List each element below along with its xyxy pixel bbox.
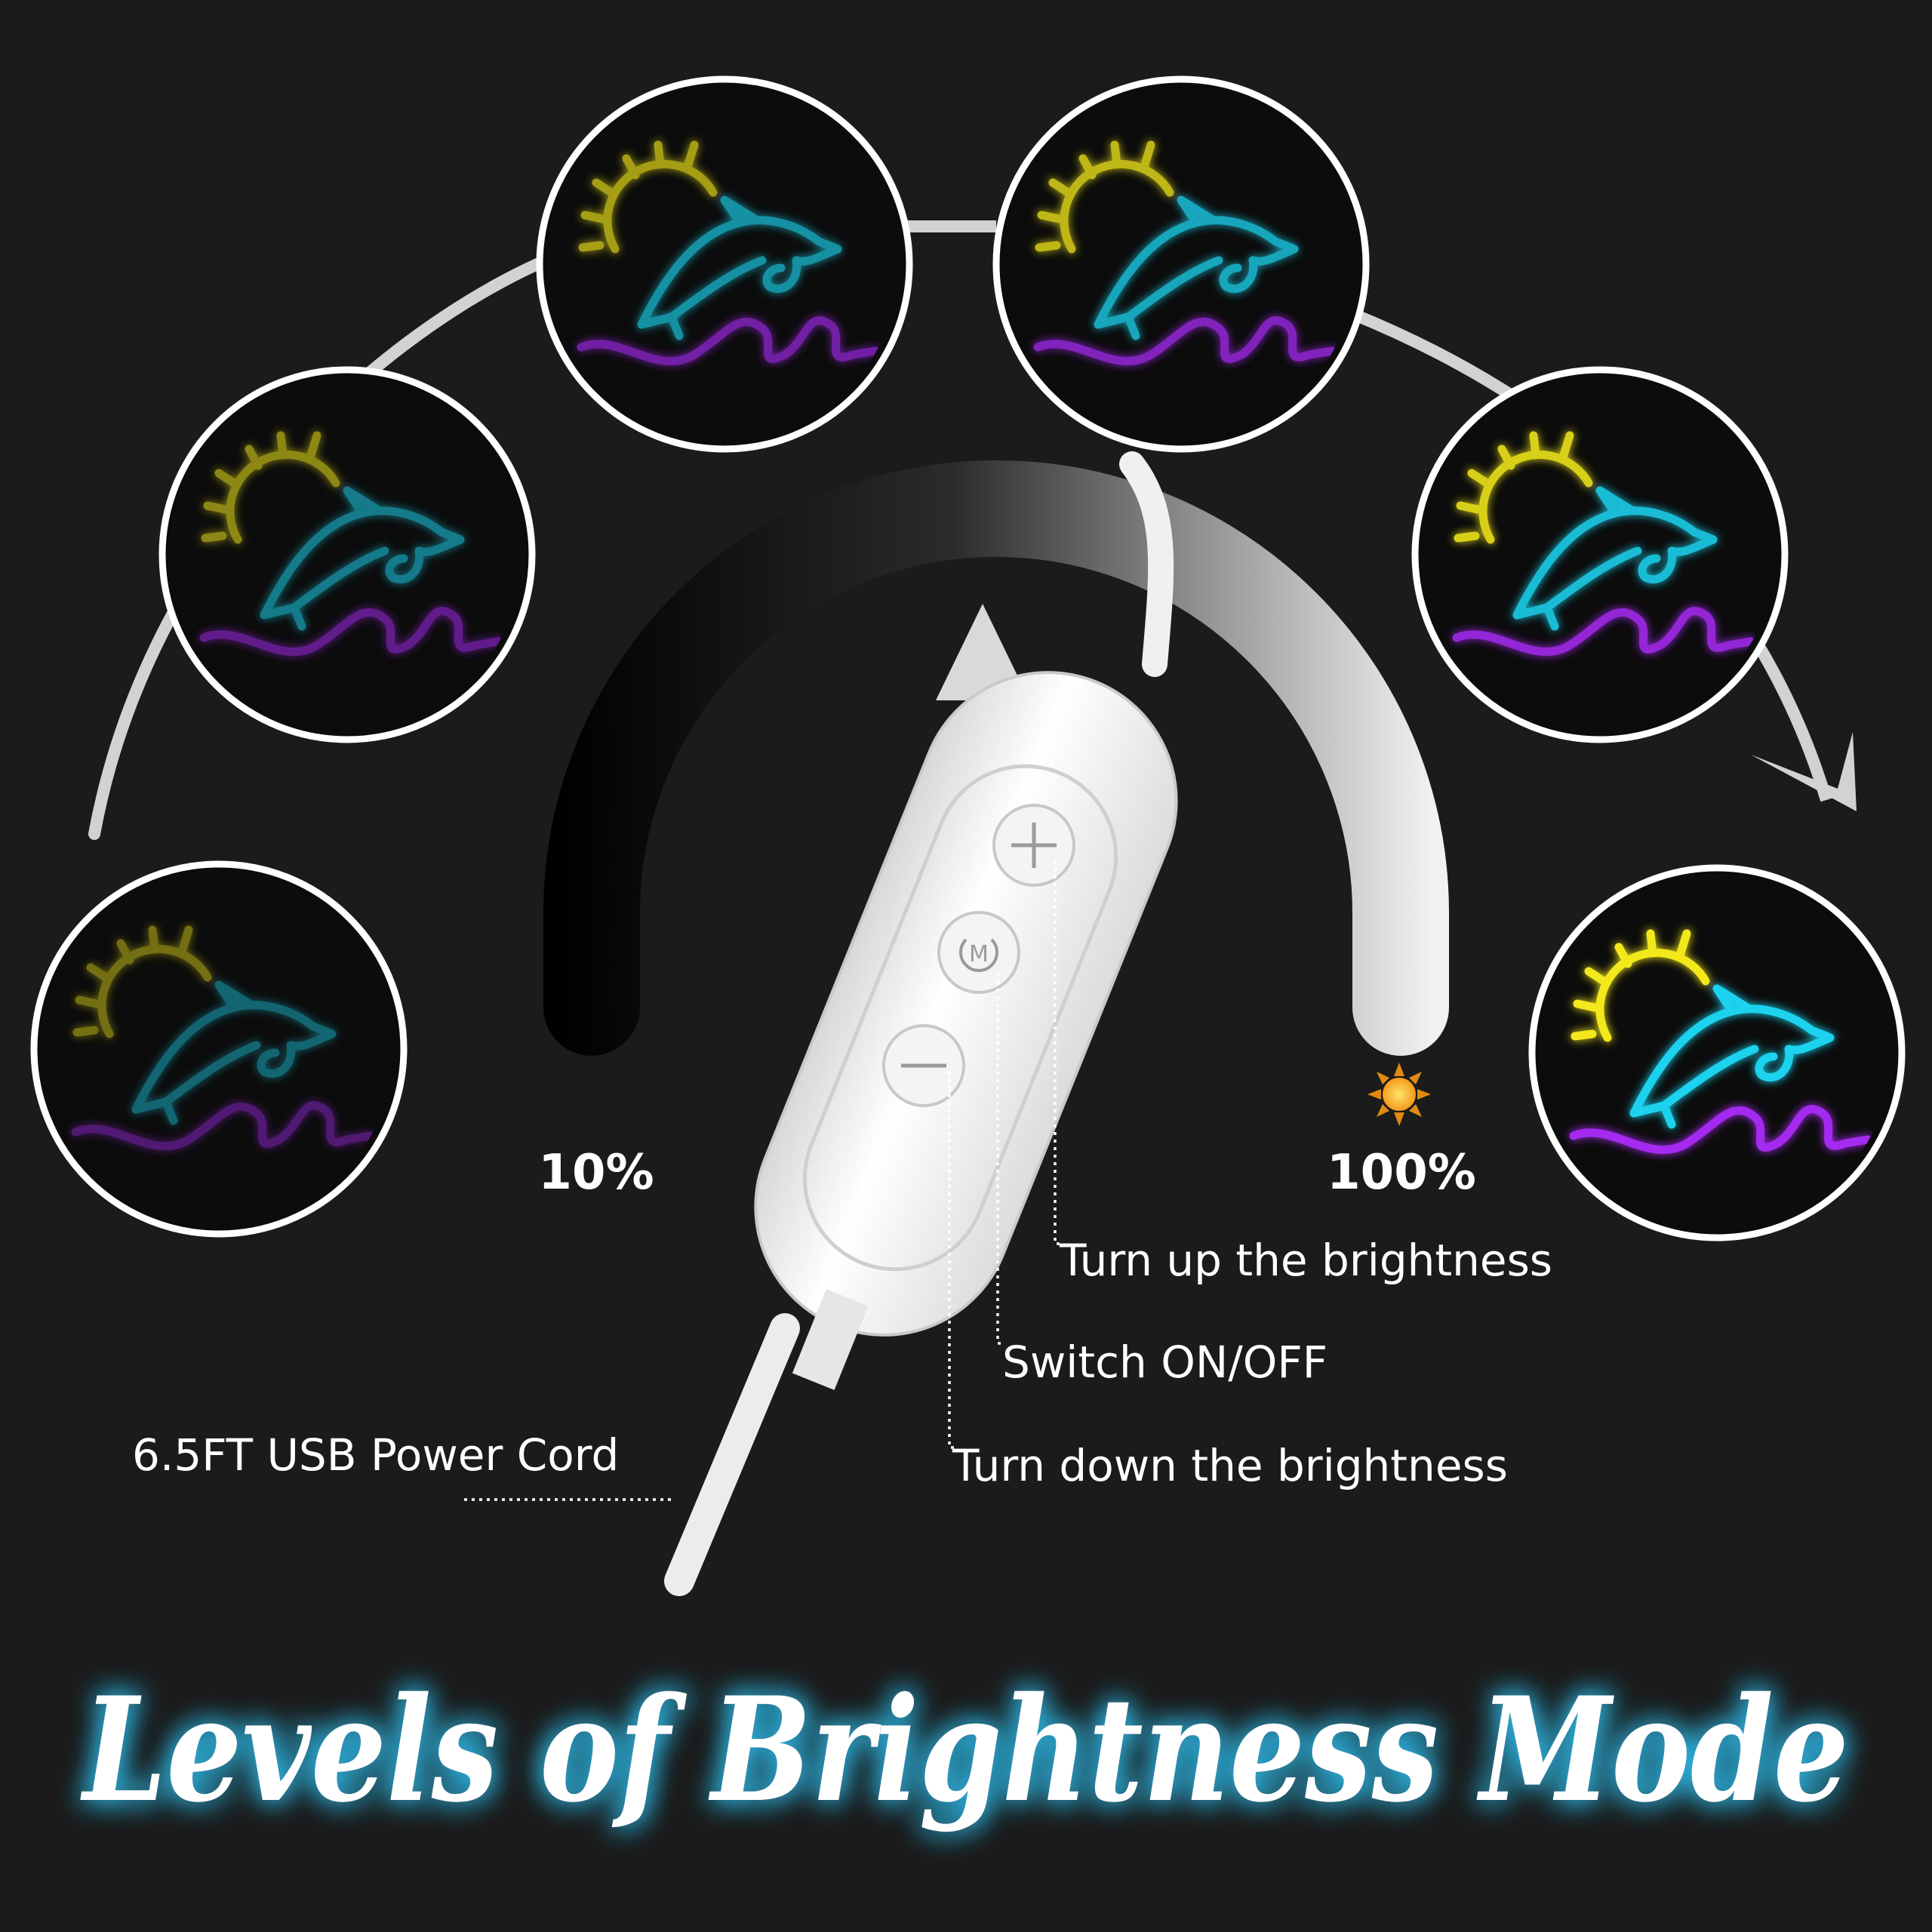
brightness-level-3-thumbnail xyxy=(536,75,913,453)
callout-turn-up: Turn up the brightness xyxy=(1059,1235,1552,1286)
brightness-level-5-thumbnail xyxy=(1411,366,1789,743)
callout-switch: Switch ON/OFF xyxy=(1002,1337,1327,1388)
min-brightness-label: 10% xyxy=(538,1145,654,1201)
callout-turn-down: Turn down the brightness xyxy=(952,1440,1508,1491)
minus-button[interactable] xyxy=(882,1024,965,1107)
up-triangle-icon xyxy=(936,604,1029,700)
sun-icon xyxy=(1367,1063,1431,1126)
arrowhead-icon xyxy=(1751,732,1857,811)
plus-icon xyxy=(1011,823,1057,868)
dimmer-controller xyxy=(754,671,1178,1390)
power-icon xyxy=(959,938,998,972)
mode-power-button[interactable]: M xyxy=(937,911,1020,994)
brightness-level-6-thumbnail xyxy=(1528,864,1906,1241)
plus-button[interactable] xyxy=(992,804,1075,887)
page-title: Levels of Brightness Mode xyxy=(80,1666,1849,1834)
usb-power-cord xyxy=(664,1313,800,1596)
brightness-level-1-thumbnail xyxy=(30,860,408,1238)
callout-power-cord: 6.5FT USB Power Cord xyxy=(132,1429,619,1481)
brightness-level-thumbnails xyxy=(30,75,1906,1241)
crescent-moon-icon xyxy=(571,1066,619,1115)
brightness-level-4-thumbnail xyxy=(992,75,1370,453)
brightness-level-2-thumbnail xyxy=(158,366,536,743)
leader-power xyxy=(996,974,1005,1345)
max-brightness-label: 100% xyxy=(1327,1145,1476,1201)
mode-button-label: M xyxy=(969,941,989,968)
brightness-gradient-arc xyxy=(543,460,1449,1056)
power-cable-top xyxy=(1119,451,1174,677)
